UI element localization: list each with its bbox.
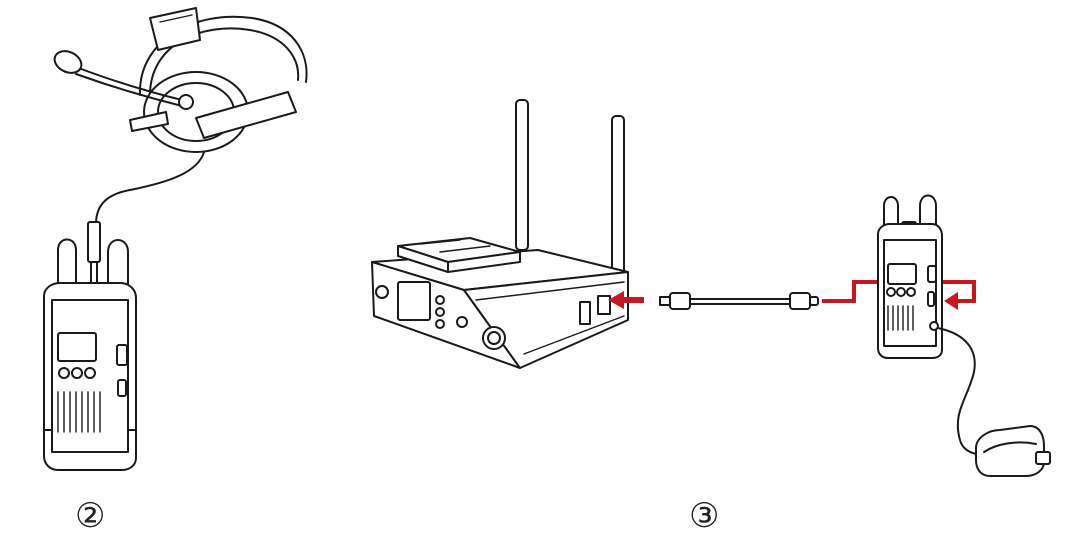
step-3-label: ③ [689,496,720,536]
foot-pedal-icon [937,327,1051,477]
step-2-label: ② [75,496,106,536]
usb-cable-icon [659,292,819,310]
headset-icon [53,7,308,225]
connection-line-beltpack [822,280,976,310]
connection-arrow-base [608,291,644,309]
beltpack-icon [43,221,137,471]
base-station-icon [371,99,629,369]
beltpack-icon [877,194,943,359]
